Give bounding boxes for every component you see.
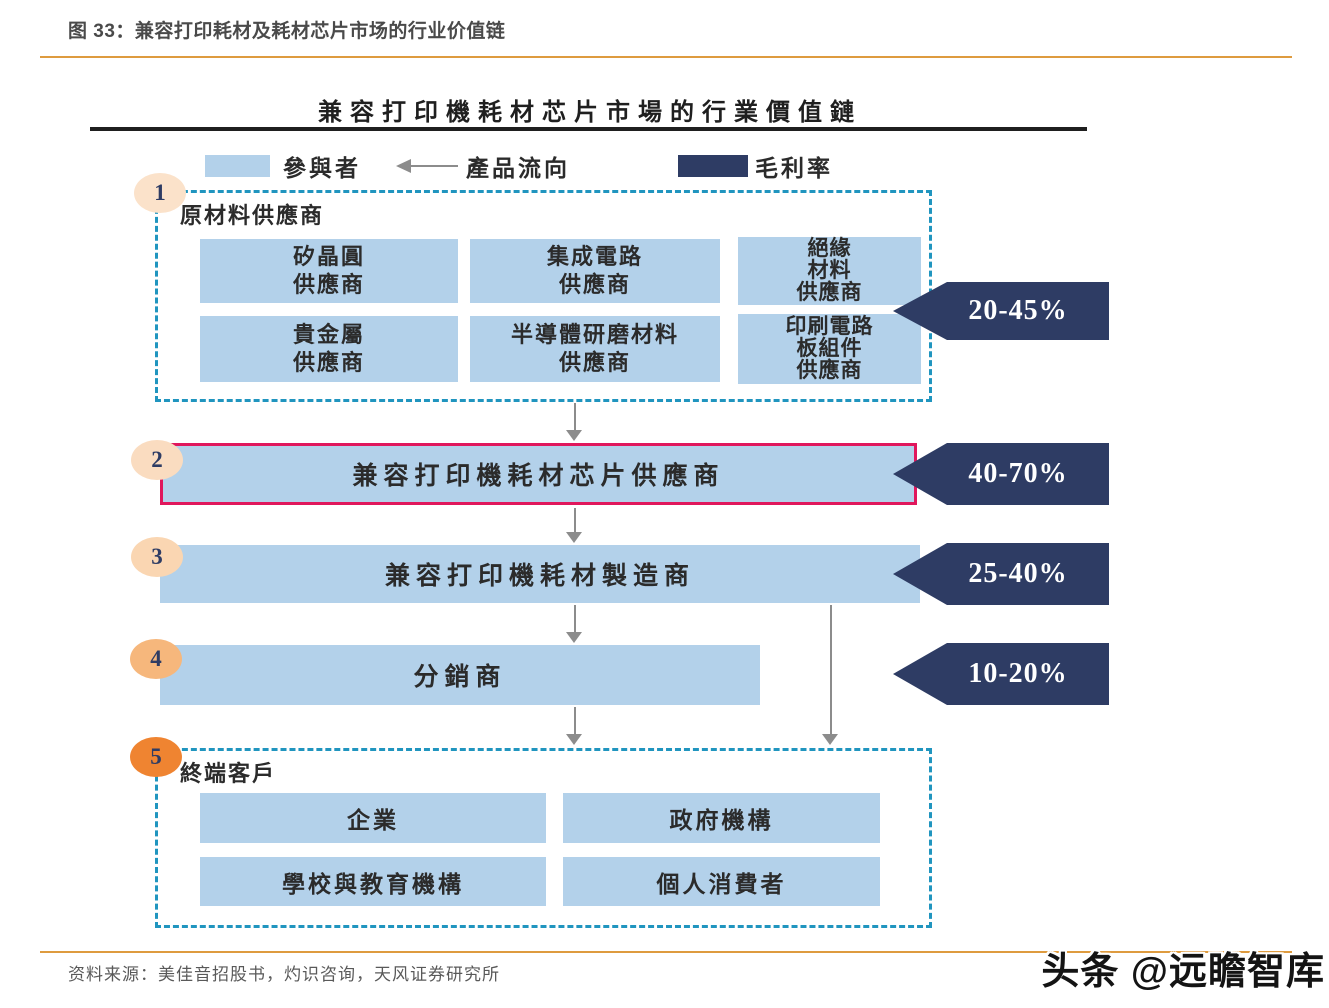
stage-raw-material-suppliers-group: 原材料供應商 矽晶圓 供應商 集成電路 供應商 絕緣 材料 供應商 貴金屬 供應… (155, 190, 932, 402)
down-arrow-icon (566, 532, 582, 543)
flow-connector-bypass (830, 605, 832, 734)
legend-flow-label: 產品流向 (466, 155, 570, 181)
supplier-box-precious-metal: 貴金屬 供應商 (200, 316, 458, 382)
stage1-label: 原材料供應商 (180, 203, 325, 228)
source-note: 资料来源：美佳音招股书，灼识咨询，天风证券研究所 (68, 965, 500, 984)
flow-connector-3 (574, 605, 576, 632)
watermark: 头条 @远瞻智库 (1041, 951, 1325, 993)
supplier-box-semiconductor-grinding: 半導體研磨材料 供應商 (470, 316, 720, 382)
figure-caption: 图 33：兼容打印耗材及耗材芯片市场的行业价值链 (68, 21, 506, 42)
customer-box-government: 政府機構 (563, 793, 880, 843)
customer-box-individual-consumers: 個人消費者 (563, 857, 880, 906)
down-arrow-icon (822, 734, 838, 745)
stage-number-badge: 2 (131, 440, 183, 480)
stage-number-badge: 3 (131, 537, 183, 577)
stage-number-badge: 1 (134, 173, 186, 213)
participant-color-swatch (205, 155, 270, 177)
flow-connector-4 (574, 707, 576, 734)
down-arrow-icon (566, 430, 582, 441)
title-underline (90, 127, 1087, 131)
stage-end-customers-group: 終端客戶 企業 政府機構 學校與教育機構 個人消費者 (155, 748, 932, 928)
down-arrow-icon (566, 734, 582, 745)
top-divider-line (40, 56, 1292, 58)
stage-consumable-manufacturers-box: 兼容打印機耗材製造商 (160, 545, 920, 603)
supplier-box-insulation-material: 絕緣 材料 供應商 (738, 237, 921, 305)
supplier-box-integrated-circuit: 集成電路 供應商 (470, 239, 720, 303)
stage-number-badge: 5 (130, 737, 182, 777)
customer-box-schools-education: 學校與教育機構 (200, 857, 546, 906)
bottom-divider-line (40, 951, 1292, 953)
down-arrow-icon (566, 632, 582, 643)
stage-distributors-box: 分銷商 (160, 645, 760, 705)
supplier-box-pcb-assembly: 印刷電路 板組件 供應商 (738, 314, 921, 384)
stage-number-badge: 4 (130, 639, 182, 679)
margin-color-swatch (678, 155, 748, 177)
flow-arrow-line (410, 165, 458, 167)
margin-arrow-distributors: 10-20% (893, 643, 1109, 705)
customer-box-enterprise: 企業 (200, 793, 546, 843)
diagram-title: 兼容打印機耗材芯片市場的行業價值鏈 (318, 99, 862, 126)
margin-arrow-manufacturers: 25-40% (893, 543, 1109, 605)
stage5-label: 終端客戶 (180, 761, 277, 786)
legend-margin-label: 毛利率 (755, 155, 833, 181)
margin-arrow-chip-suppliers: 40-70% (893, 443, 1109, 505)
stage-chip-suppliers-box: 兼容打印機耗材芯片供應商 (160, 443, 917, 505)
flow-connector-1 (574, 403, 576, 430)
legend-participant-label: 參與者 (283, 155, 361, 181)
left-arrow-icon (396, 159, 411, 173)
flow-connector-2 (574, 508, 576, 532)
supplier-box-silicon-wafer: 矽晶圓 供應商 (200, 239, 458, 303)
